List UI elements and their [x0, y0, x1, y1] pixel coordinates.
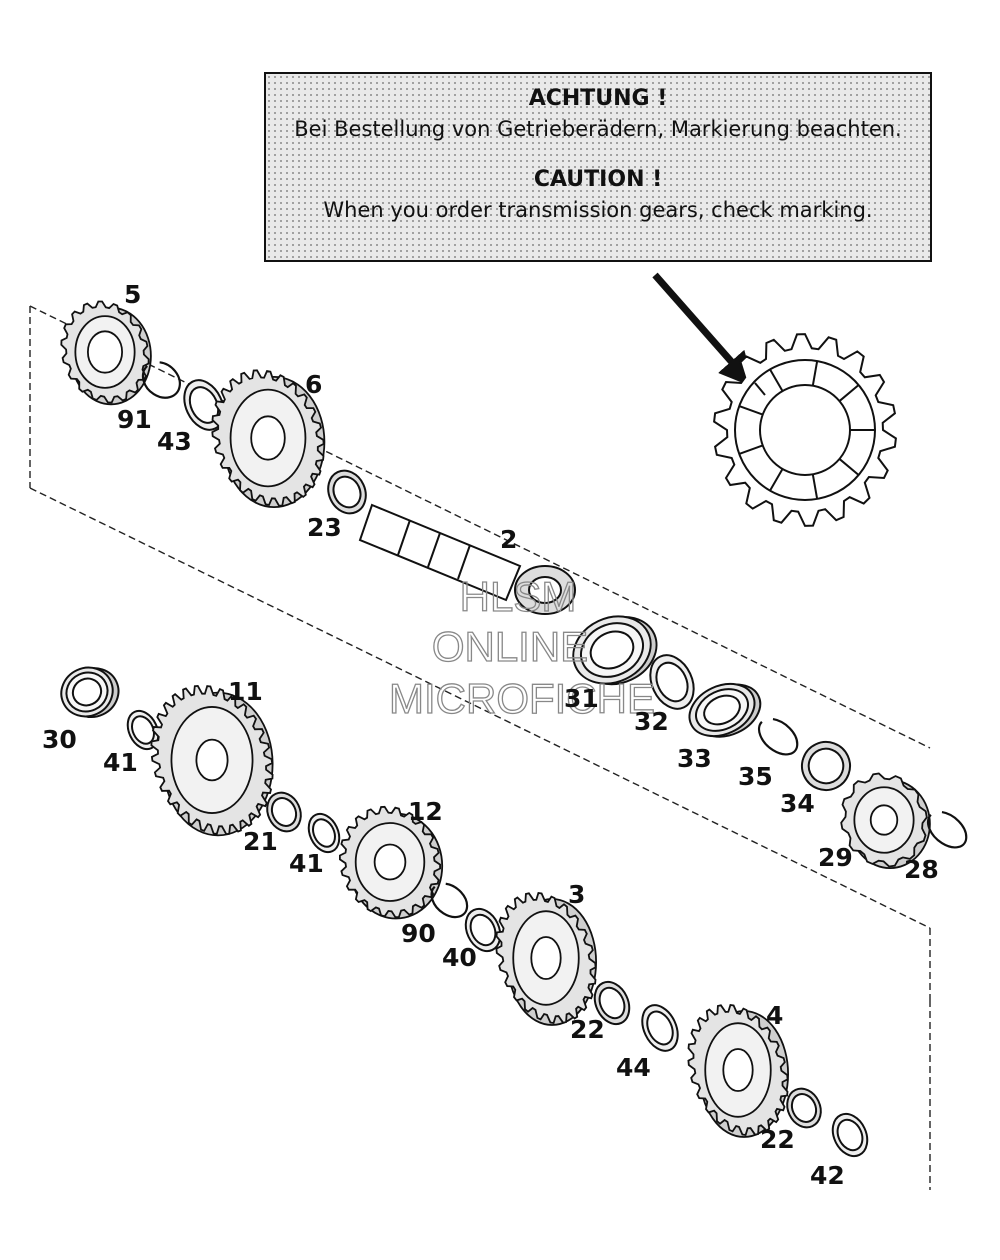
main-shaft-2: [358, 503, 576, 615]
label-part-35: 35: [738, 762, 773, 791]
label-part-4: 4: [766, 1001, 783, 1030]
label-part-6: 6: [305, 370, 322, 399]
circlip-91: [141, 361, 181, 399]
detail-gear-marking: [713, 333, 897, 527]
label-part-11: 11: [228, 677, 263, 706]
caution-notice: ACHTUNG ! Bei Bestellung von Getrieberäd…: [264, 72, 932, 262]
gear-12: [339, 805, 444, 920]
circlip-35: [757, 718, 799, 756]
bushing-23: [327, 469, 367, 515]
circlip-90: [430, 882, 469, 919]
washer-32: [649, 654, 695, 710]
label-part-32: 32: [634, 707, 669, 736]
bearing-30: [60, 666, 120, 718]
watermark: HLSM ONLINE MICROFICHE: [388, 572, 655, 722]
svg-text:HLSM: HLSM: [460, 573, 577, 620]
label-part-2: 2: [500, 525, 517, 554]
gear-6: [211, 369, 326, 508]
label-part-3: 3: [568, 880, 585, 909]
gear-11: [150, 684, 274, 837]
bearing-31: [572, 615, 658, 686]
label-part-41a: 41: [103, 748, 138, 777]
washer-40: [464, 907, 502, 953]
bushing-34: [801, 741, 851, 791]
washer-42: [831, 1112, 869, 1158]
notice-en-text: When you order transmission gears, check…: [323, 198, 873, 222]
washer-41a: [126, 709, 160, 751]
label-part-30: 30: [42, 725, 77, 754]
label-part-23: 23: [307, 513, 342, 542]
part-labels: 5 91 43 6 23 2 31 32 33 35 34 29 28 11 3…: [42, 280, 939, 1190]
bushing-22b: [786, 1087, 822, 1129]
sprocket-29: [840, 772, 931, 870]
label-part-28: 28: [904, 855, 939, 884]
svg-text:MICROFICHE: MICROFICHE: [389, 675, 655, 722]
label-part-21: 21: [243, 827, 278, 856]
label-part-44: 44: [616, 1053, 651, 1082]
seal-33: [688, 682, 762, 738]
circlip-28: [926, 811, 968, 849]
label-part-42: 42: [810, 1161, 845, 1190]
label-part-43: 43: [157, 427, 192, 456]
notice-en-title: CAUTION !: [533, 167, 663, 192]
label-part-91: 91: [117, 405, 152, 434]
gear-5: [60, 300, 152, 406]
washer-41b: [307, 812, 341, 854]
label-part-12: 12: [408, 797, 443, 826]
marking-x-icon: [754, 382, 766, 396]
label-part-31: 31: [564, 684, 599, 713]
bushing-22a: [593, 980, 631, 1026]
label-part-22b: 22: [760, 1125, 795, 1154]
label-part-40: 40: [442, 943, 477, 972]
label-part-5: 5: [124, 280, 141, 309]
label-part-90: 90: [401, 919, 436, 948]
label-part-29: 29: [818, 843, 853, 872]
svg-text:ONLINE: ONLINE: [432, 623, 588, 670]
washer-43: [183, 379, 225, 431]
gear-3: [495, 891, 597, 1026]
label-part-22a: 22: [570, 1015, 605, 1044]
marking-arrow: [652, 272, 755, 388]
notice-de-title: ACHTUNG !: [528, 86, 668, 111]
bushing-21: [266, 791, 302, 833]
label-part-34: 34: [780, 789, 815, 818]
label-part-33: 33: [677, 744, 712, 773]
washer-44: [641, 1004, 679, 1052]
notice-de-text: Bei Bestellung von Getrieberädern, Marki…: [294, 117, 902, 141]
label-part-41b: 41: [289, 849, 324, 878]
gear-4: [687, 1003, 790, 1138]
